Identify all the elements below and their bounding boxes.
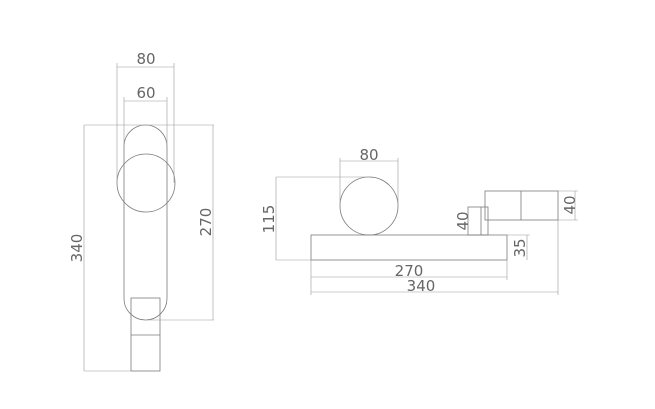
front-view: 80 60 340 270 [68, 50, 215, 372]
dim-label: 340 [407, 277, 436, 295]
dim-label: 115 [260, 205, 278, 234]
dim-label: 340 [68, 234, 86, 263]
dim-40-outlet: 40 [558, 190, 579, 221]
dim-label: 35 [511, 238, 529, 257]
side-view: 80 115 40 40 35 270 [260, 146, 579, 295]
dim-label: 270 [197, 208, 215, 237]
dim-270-front: 270 [146, 125, 215, 321]
dim-label: 40 [454, 211, 472, 230]
dim-60-front: 60 [123, 84, 168, 145]
dim-35-side: 35 [488, 234, 530, 260]
dim-80-front: 80 [116, 50, 175, 183]
knob-circle [116, 153, 176, 213]
spout-rect [130, 297, 161, 372]
outlet-rect [484, 190, 559, 221]
knob-circle [339, 176, 399, 236]
dim-115-side: 115 [260, 176, 369, 261]
dim-label: 270 [395, 262, 424, 280]
dim-label: 80 [136, 50, 155, 68]
dim-40-spout: 40 [454, 207, 472, 235]
dim-340-side: 340 [311, 220, 559, 295]
dim-label: 80 [359, 146, 378, 164]
base-rect [310, 234, 508, 261]
dim-80-side: 80 [339, 146, 399, 206]
dim-270-side: 270 [310, 260, 508, 295]
dim-label: 40 [561, 195, 579, 214]
dim-340-front: 340 [68, 124, 214, 372]
dim-label: 60 [136, 84, 155, 102]
